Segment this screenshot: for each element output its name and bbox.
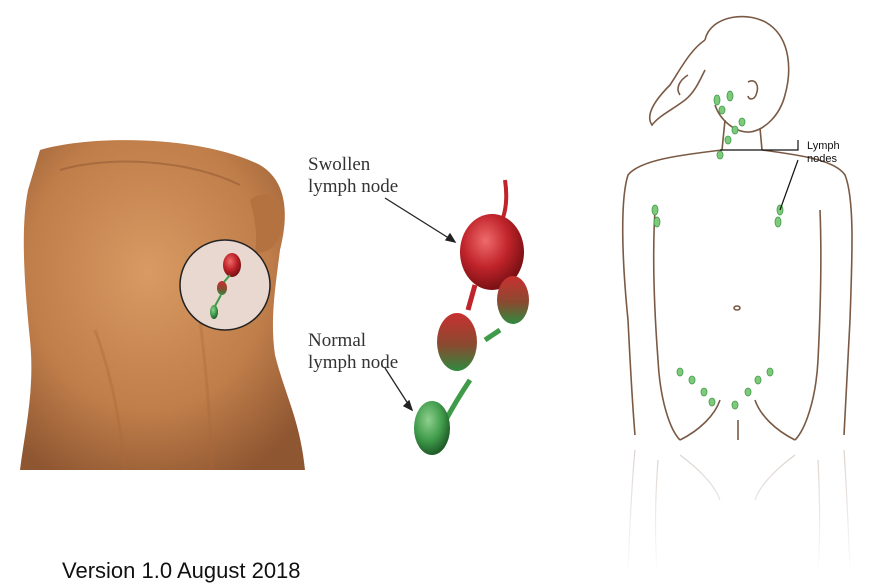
normal-label-line2: lymph node	[308, 352, 398, 374]
body-drawing	[600, 0, 887, 576]
neck-drawing	[0, 140, 560, 480]
lymph-nodes	[652, 91, 783, 409]
label-arrows	[385, 198, 455, 410]
mixed-node	[437, 313, 477, 371]
body-illustration: Lymph nodes	[600, 0, 887, 576]
lymph-label-line2: nodes	[807, 153, 837, 166]
magnifier-circle	[180, 240, 270, 330]
swollen-label-line2: lymph node	[308, 176, 398, 198]
lymph-pointer-lines	[720, 140, 798, 210]
lymph-label-line1: Lymph	[807, 140, 840, 153]
enlarged-node-chain	[414, 180, 529, 455]
neck-illustration: Swollen lymph node Normal lymph node	[0, 140, 560, 480]
normal-label-line1: Normal	[308, 330, 366, 352]
version-footer: Version 1.0 August 2018	[62, 558, 301, 584]
swollen-label-line1: Swollen	[308, 154, 370, 176]
normal-node	[414, 401, 450, 455]
small-node	[497, 276, 529, 324]
body-outline	[623, 17, 852, 440]
